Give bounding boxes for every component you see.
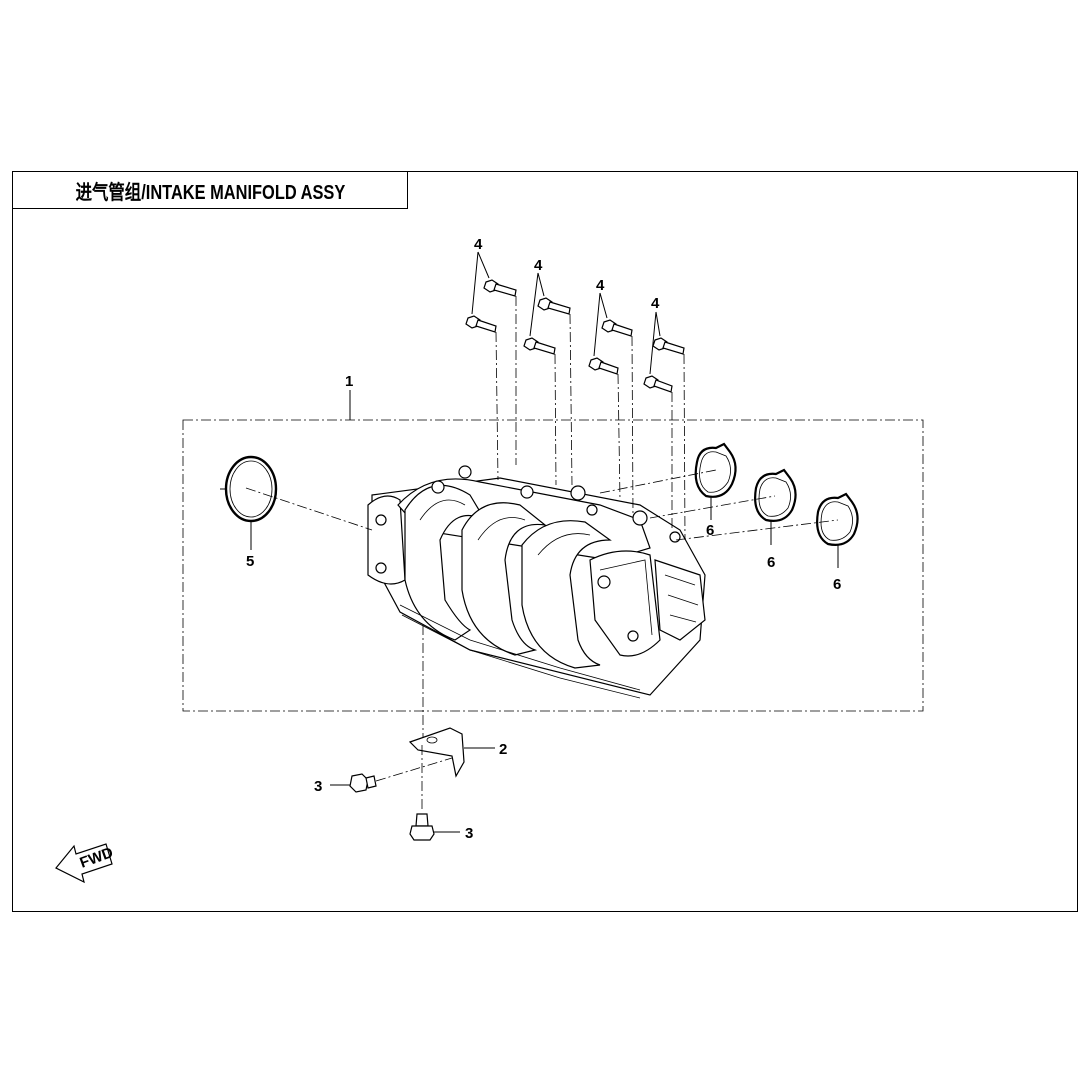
callout-6-a: 6 <box>706 522 714 539</box>
bracket <box>408 625 495 778</box>
callout-6-b: 6 <box>767 554 775 571</box>
drawing-frame <box>12 171 1078 912</box>
callout-1: 1 <box>345 373 353 390</box>
port-gaskets <box>599 442 859 568</box>
bolt-leaders <box>471 251 661 375</box>
bolt-group-4 <box>643 337 686 541</box>
callout-5: 5 <box>246 553 254 570</box>
callout-4-a: 4 <box>474 236 483 253</box>
callout-3-right: 3 <box>465 825 473 842</box>
flange-bolt-horizontal <box>330 757 453 793</box>
title-box: 进气管组/INTAKE MANIFOLD ASSY <box>12 171 408 209</box>
bolt-group-1 <box>465 279 517 481</box>
callout-2: 2 <box>499 741 507 758</box>
bolt-group-2 <box>523 297 573 486</box>
fwd-arrow: FWD <box>55 843 116 884</box>
assembly-boundary <box>182 419 924 712</box>
callout-4-d: 4 <box>651 295 660 312</box>
callout-3-left: 3 <box>314 778 322 795</box>
flange-bolt-vertical <box>409 745 460 841</box>
intake-manifold <box>367 465 706 699</box>
diagram-title: 进气管组/INTAKE MANIFOLD ASSY <box>75 181 345 204</box>
callout-4-c: 4 <box>596 277 605 294</box>
callout-4-b: 4 <box>534 257 543 274</box>
bolt-group-3 <box>588 319 634 516</box>
callout-6-c: 6 <box>833 576 841 593</box>
throttle-gasket <box>220 455 373 550</box>
